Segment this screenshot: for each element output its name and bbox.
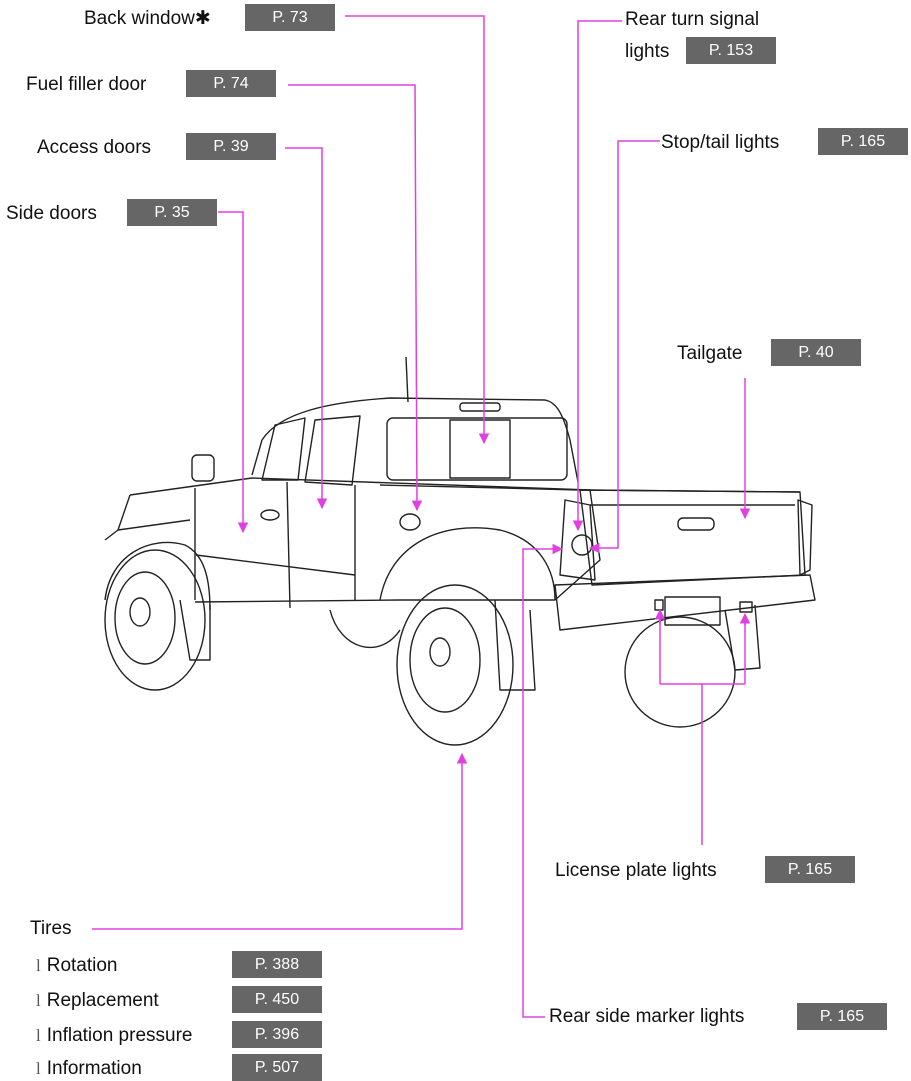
bullet-icon: l xyxy=(36,1026,41,1045)
page-ref-access-doors[interactable]: P. 39 xyxy=(186,133,276,160)
label-side-doors: Side doors xyxy=(6,203,97,225)
leader-side-doors xyxy=(218,212,243,532)
leader-access-doors xyxy=(285,148,322,508)
label-back-window: Back window✱ xyxy=(84,8,211,30)
tires-item-inflation-pressure: l Inflation pressure xyxy=(36,1025,192,1047)
back-window-text: Back window xyxy=(84,8,195,29)
label-rear-side-marker-lights: Rear side marker lights xyxy=(549,1006,744,1028)
bullet-icon: l xyxy=(36,1059,41,1078)
tires-item-rotation: l Rotation xyxy=(36,955,118,977)
leader-back-window xyxy=(345,16,484,443)
asterisk-mark: ✱ xyxy=(195,8,211,29)
label-tailgate: Tailgate xyxy=(677,343,743,365)
page-ref-rear-side-marker-lights[interactable]: P. 165 xyxy=(797,1003,887,1030)
tires-item-label: Information xyxy=(47,1058,142,1079)
page-ref-tailgate[interactable]: P. 40 xyxy=(771,339,861,366)
page-ref-rear-turn-signal[interactable]: P. 153 xyxy=(686,37,776,64)
page-ref-fuel-filler-door[interactable]: P. 74 xyxy=(186,70,276,97)
page-ref-rotation[interactable]: P. 388 xyxy=(232,951,322,978)
label-stop-tail-lights: Stop/tail lights xyxy=(661,132,779,154)
label-license-plate-lights: License plate lights xyxy=(555,860,717,882)
tires-item-label: Rotation xyxy=(47,955,118,976)
truck-illustration xyxy=(105,357,815,745)
tires-item-replacement: l Replacement xyxy=(36,990,159,1012)
leader-rear-side-marker xyxy=(523,549,562,1017)
bullet-icon: l xyxy=(36,956,41,975)
page-ref-stop-tail-lights[interactable]: P. 165 xyxy=(818,128,908,155)
tires-item-information: l Information xyxy=(36,1058,142,1080)
label-rear-turn-signal-line2: lights xyxy=(625,41,669,63)
leader-stop-tail xyxy=(590,141,660,548)
label-fuel-filler-door: Fuel filler door xyxy=(26,74,146,96)
leader-tires xyxy=(92,754,462,929)
label-rear-turn-signal-line1: Rear turn signal xyxy=(625,9,759,31)
page-ref-inflation-pressure[interactable]: P. 396 xyxy=(232,1021,322,1048)
leader-license xyxy=(660,612,745,845)
page-ref-replacement[interactable]: P. 450 xyxy=(232,986,322,1013)
label-access-doors: Access doors xyxy=(37,137,151,159)
page-ref-back-window[interactable]: P. 73 xyxy=(245,4,335,31)
page-ref-side-doors[interactable]: P. 35 xyxy=(127,199,217,226)
tires-item-label: Replacement xyxy=(47,990,159,1011)
bullet-icon: l xyxy=(36,991,41,1010)
page-ref-information[interactable]: P. 507 xyxy=(232,1054,322,1081)
leader-rear-turn xyxy=(578,21,622,530)
tires-item-label: Inflation pressure xyxy=(47,1025,193,1046)
label-tires: Tires xyxy=(30,918,72,940)
page-ref-license-plate-lights[interactable]: P. 165 xyxy=(765,856,855,883)
